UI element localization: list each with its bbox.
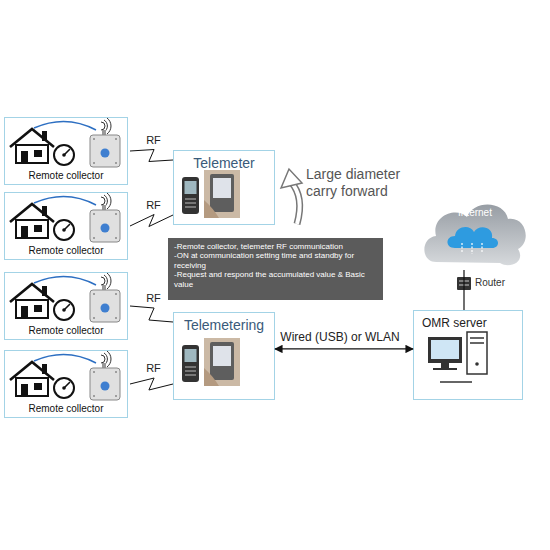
computer-icon — [428, 332, 487, 382]
telemeter-box: Telemeter — [173, 150, 275, 225]
edge-label: RF — [146, 292, 161, 304]
tower-bay — [470, 342, 484, 344]
node-text: Internet — [458, 207, 492, 218]
annotation-text: Large diameter carry forward — [306, 166, 410, 200]
collector-illustration — [10, 273, 120, 322]
collector-box: Remote collector — [4, 117, 128, 185]
collector-box: Remote collector — [4, 192, 128, 260]
node-text: Telemeter — [193, 155, 254, 171]
data-dash — [481, 243, 482, 252]
connector-line — [463, 270, 464, 310]
router-stripe — [459, 281, 469, 282]
pc-tower — [467, 332, 487, 374]
router-icon — [457, 277, 471, 290]
arrow-head — [281, 169, 302, 188]
node-text: -Request and respond the accumulated val… — [174, 270, 377, 289]
collector-box: Remote collector — [4, 350, 128, 418]
edge-label: RF — [146, 362, 161, 374]
edge-label: RF — [146, 134, 161, 146]
edge-label: RF — [146, 199, 161, 211]
connector-line — [275, 348, 413, 349]
node-text: Remote collector — [28, 170, 103, 181]
monitor-base — [433, 368, 457, 370]
monitor-frame — [428, 337, 462, 363]
collector-box: Remote collector — [4, 272, 128, 340]
collector-illustration — [10, 193, 120, 242]
rf-link — [130, 215, 173, 227]
collector-illustration — [10, 118, 120, 167]
arrow-outline — [291, 182, 300, 224]
edge-label: Wired (USB) or WLAN — [280, 330, 399, 344]
router-body — [457, 277, 471, 290]
telemetering-box: Telemetering — [173, 312, 275, 400]
data-dash — [471, 243, 472, 254]
keyboard — [440, 381, 472, 383]
cloud-fill — [424, 204, 525, 265]
note-box: -Remote collector, telemeter RF communic… — [168, 238, 383, 300]
internet-icon — [448, 227, 499, 254]
rf-link — [130, 306, 173, 322]
rf-link — [130, 150, 173, 162]
node-text: Remote collector — [28, 325, 103, 336]
blue-cloud — [448, 227, 499, 248]
arrow-inner — [291, 182, 300, 224]
monitor-screen — [431, 340, 459, 359]
carry-forward-arrow — [281, 169, 302, 224]
router-stripe — [459, 285, 469, 286]
server-box: OMR server — [413, 310, 523, 400]
rf-link — [130, 378, 173, 390]
monitor-stand — [441, 363, 449, 368]
node-text: -ON at communication setting time and st… — [174, 251, 377, 270]
node-text: Remote collector — [28, 403, 103, 414]
node-text: Remote collector — [28, 245, 103, 256]
cloud-shape: Internet — [420, 198, 530, 270]
router-label: Router — [475, 277, 525, 289]
handheld-illustration — [182, 338, 240, 386]
data-dash — [461, 243, 462, 252]
tower-bay — [470, 337, 484, 339]
node-text: Telemetering — [184, 317, 264, 333]
tower-button — [475, 362, 479, 366]
node-text: OMR server — [422, 316, 514, 330]
handheld-illustration — [182, 170, 240, 218]
collector-illustration — [10, 351, 120, 400]
node-text: -Remote collector, telemeter RF communic… — [174, 242, 377, 251]
